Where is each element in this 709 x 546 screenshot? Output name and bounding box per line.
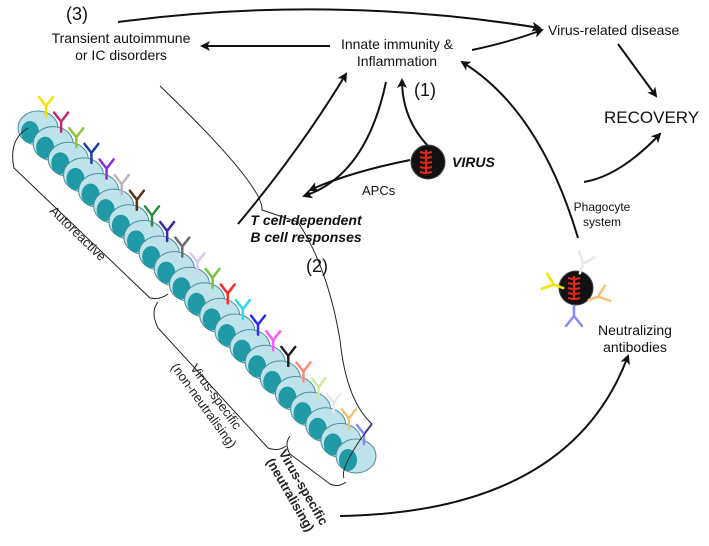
- antibody: [204, 267, 221, 290]
- label-neutralizing-antibodies: Neutralizing antibodies: [580, 322, 690, 356]
- antibody: [113, 173, 130, 196]
- brace-right: [159, 85, 373, 479]
- antibody: [264, 330, 282, 352]
- label-num-1: (1): [414, 80, 436, 100]
- neutralizing-antibody: [577, 250, 596, 275]
- antibody: [128, 189, 146, 211]
- label-transient-line1: Transient autoimmune: [51, 30, 191, 46]
- arrow-neutralized-to-innate: [460, 60, 579, 239]
- label-neutralizing-line1: Neutralizing: [598, 322, 672, 338]
- label-virus: VIRUS: [452, 154, 495, 170]
- b-cell-column: [17, 110, 377, 474]
- label-innate-line2: Inflammation: [356, 53, 438, 69]
- label-tcell-dependent: T cell-dependent B cell responses: [226, 212, 386, 246]
- label-num-3: (3): [66, 4, 88, 24]
- arrow-phagocyte-to-recovery: [583, 132, 662, 183]
- antibody: [37, 95, 55, 118]
- antibody: [280, 345, 297, 368]
- antibody: [325, 392, 342, 415]
- antibody: [158, 220, 176, 243]
- neutralizing-antibody: [564, 304, 584, 328]
- antibody: [189, 251, 206, 274]
- label-innate-line1: Innate immunity &: [340, 36, 454, 52]
- neutralizing-antibody: [540, 272, 565, 291]
- arrow-virus-to-tcell: [308, 159, 411, 192]
- arrow-tcell-to-innate: [237, 72, 348, 225]
- brace-virus-specific-neut: [286, 435, 347, 487]
- antibody: [310, 376, 327, 399]
- label-neutralizing-line2: antibodies: [603, 339, 667, 355]
- arrow-innate-to-tcell: [302, 81, 387, 199]
- antibody: [340, 408, 358, 430]
- label-recovery: RECOVERY: [604, 108, 700, 127]
- antibody: [174, 236, 191, 258]
- label-transient-disorders: Transient autoimmune or IC disorders: [36, 30, 206, 64]
- label-num-2: (2): [306, 256, 328, 276]
- arrow-disease-to-recovery: [617, 43, 658, 98]
- antibody: [68, 126, 85, 149]
- label-innate-immunity: Innate immunity & Inflammation: [322, 36, 472, 70]
- label-transient-line2: or IC disorders: [75, 47, 167, 63]
- antibody: [234, 298, 252, 321]
- arrow-top-to-disease: [117, 8, 542, 32]
- antibody: [295, 361, 312, 383]
- antibody: [83, 142, 100, 165]
- antibody: [98, 158, 115, 180]
- label-tcell-line1: T cell-dependent: [250, 212, 362, 228]
- arrow-neutralising-to-neutralizing-antibodies: [339, 354, 630, 517]
- antibody: [143, 205, 161, 227]
- brace-virus-specific-non: [153, 301, 287, 451]
- antibody: [219, 283, 236, 305]
- label-phagocyte-line2: system: [582, 215, 621, 229]
- label-virus-related-disease: Virus-related disease: [548, 22, 680, 38]
- arrow-virus-to-innate: [397, 78, 431, 149]
- antibody-repertoire: [37, 95, 373, 446]
- label-phagocyte-system: Phagocyte system: [566, 200, 638, 230]
- antibody: [249, 314, 267, 336]
- b-cell: [335, 438, 377, 474]
- label-tcell-line2: B cell responses: [250, 229, 362, 245]
- label-apcs: APCs: [362, 183, 396, 198]
- neutralizing-antibody: [587, 284, 612, 303]
- arrow-innate-to-disease: [471, 28, 544, 51]
- brace-autoreactive: [12, 127, 169, 299]
- label-phagocyte-line1: Phagocyte: [573, 200, 631, 214]
- antibody: [52, 111, 70, 133]
- neutralized-virus-complex: [540, 250, 612, 328]
- virus-rna: [419, 150, 433, 174]
- virus-particle: [410, 144, 446, 180]
